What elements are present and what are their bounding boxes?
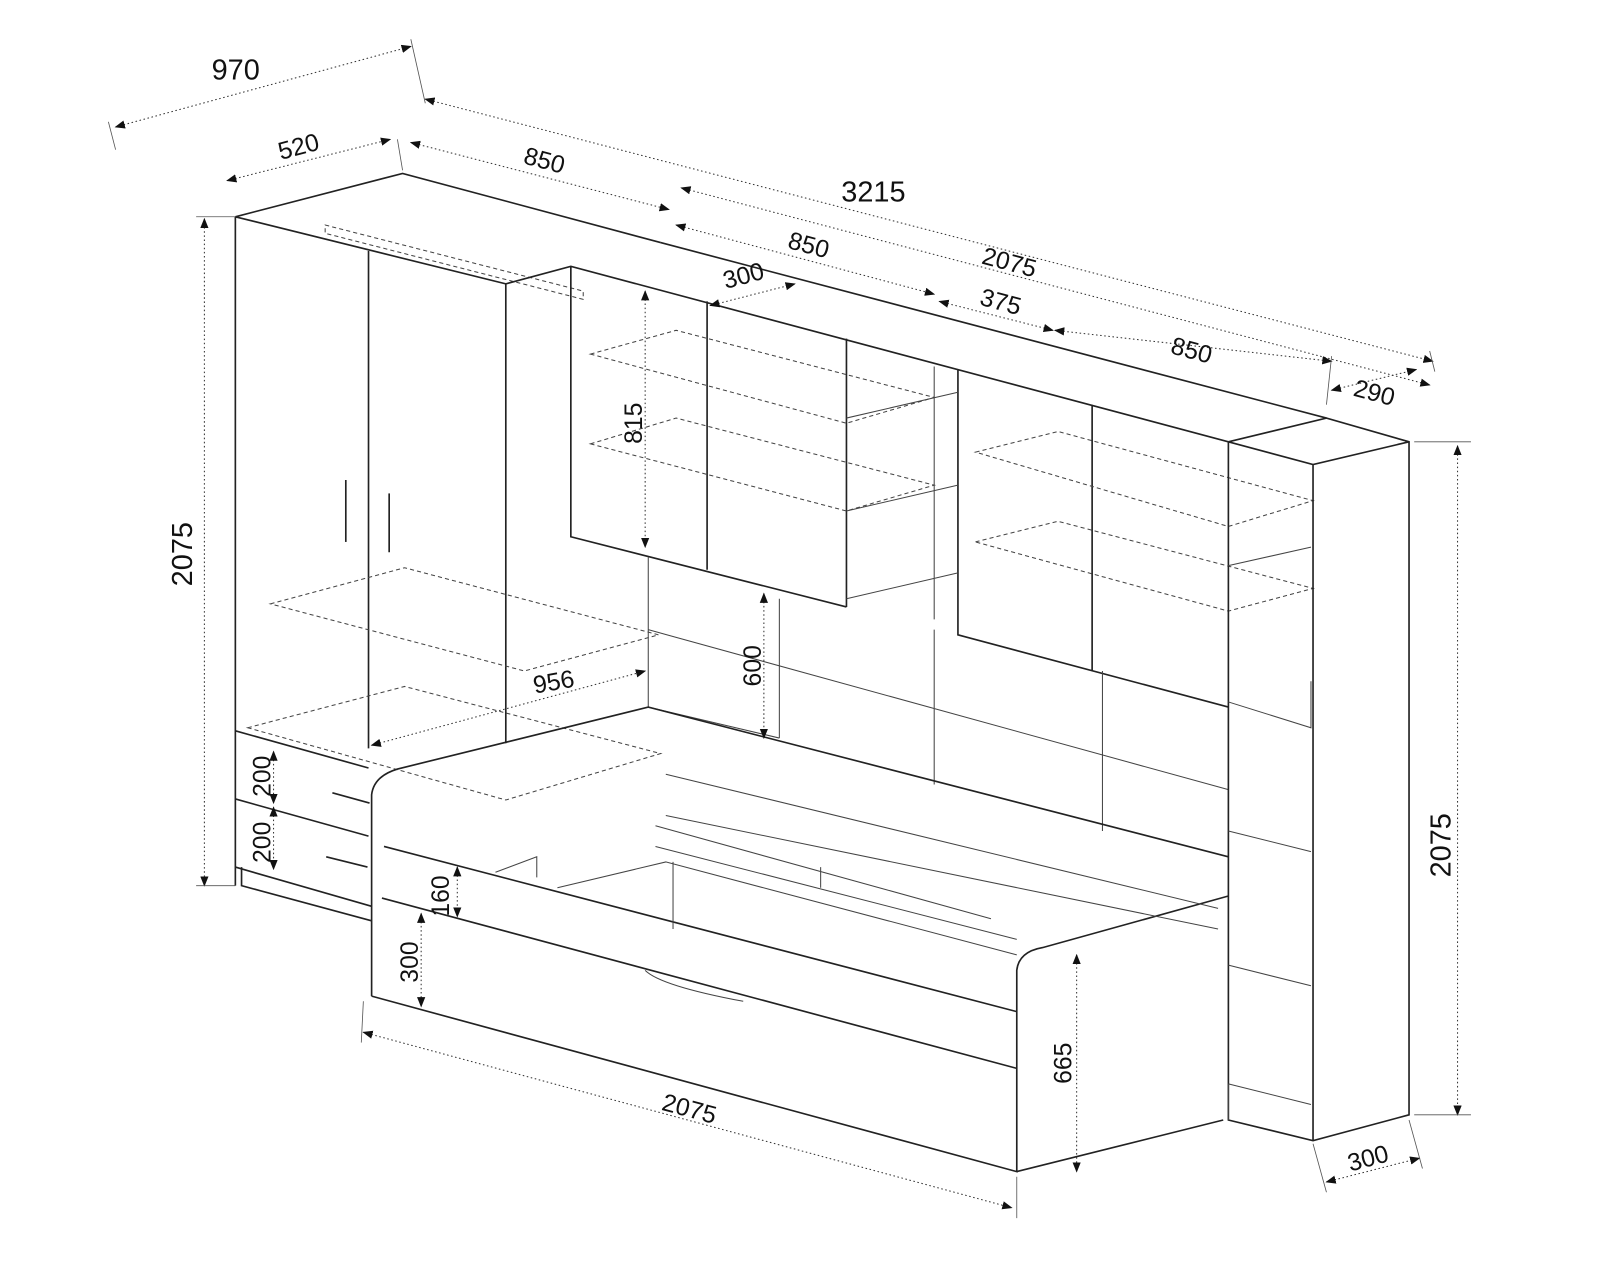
dim-upper-depth: 300 — [720, 258, 767, 295]
dim-drawer-top: 200 — [249, 756, 276, 797]
dim-bed-inner-width: 956 — [531, 666, 576, 700]
dim-bed-drawer: 300 — [397, 941, 424, 982]
dim-wardrobe-height: 2075 — [167, 522, 199, 586]
dim-bed-length-top: 2075 — [979, 243, 1039, 283]
dim-wardrobe-width: 850 — [521, 143, 568, 180]
dim-bed-rail: 160 — [428, 875, 455, 916]
dim-total-depth: 970 — [212, 54, 260, 86]
dim-upper-right-width: 850 — [1168, 333, 1215, 370]
bookcase — [1227, 417, 1410, 1142]
dim-gap-height: 600 — [740, 645, 767, 686]
dim-total-width: 3215 — [841, 176, 905, 208]
dimension-labels: 970 520 850 3215 850 2075 300 375 850 29… — [167, 54, 1457, 1177]
dim-bookcase-height: 2075 — [1425, 813, 1457, 877]
upper-cabinets — [505, 241, 1327, 831]
bed — [370, 706, 1229, 1173]
dim-bookcase-depth: 300 — [1345, 1141, 1392, 1178]
dim-upper-left-width: 850 — [785, 227, 832, 264]
dim-bed-foot: 665 — [1050, 1043, 1077, 1084]
dim-open-shelf-width: 375 — [977, 284, 1024, 321]
dim-bed-length-bottom: 2075 — [659, 1089, 719, 1129]
dimension-lines — [107, 39, 1471, 1219]
drawer-handle-bottom — [325, 855, 368, 868]
dim-upper-height: 815 — [621, 403, 648, 444]
wardrobe — [234, 172, 663, 922]
dim-drawer-bottom: 200 — [249, 822, 276, 863]
dim-wardrobe-depth: 520 — [275, 129, 322, 166]
drawer-handle-top — [332, 791, 370, 804]
dim-bookcase-width: 290 — [1351, 375, 1398, 412]
